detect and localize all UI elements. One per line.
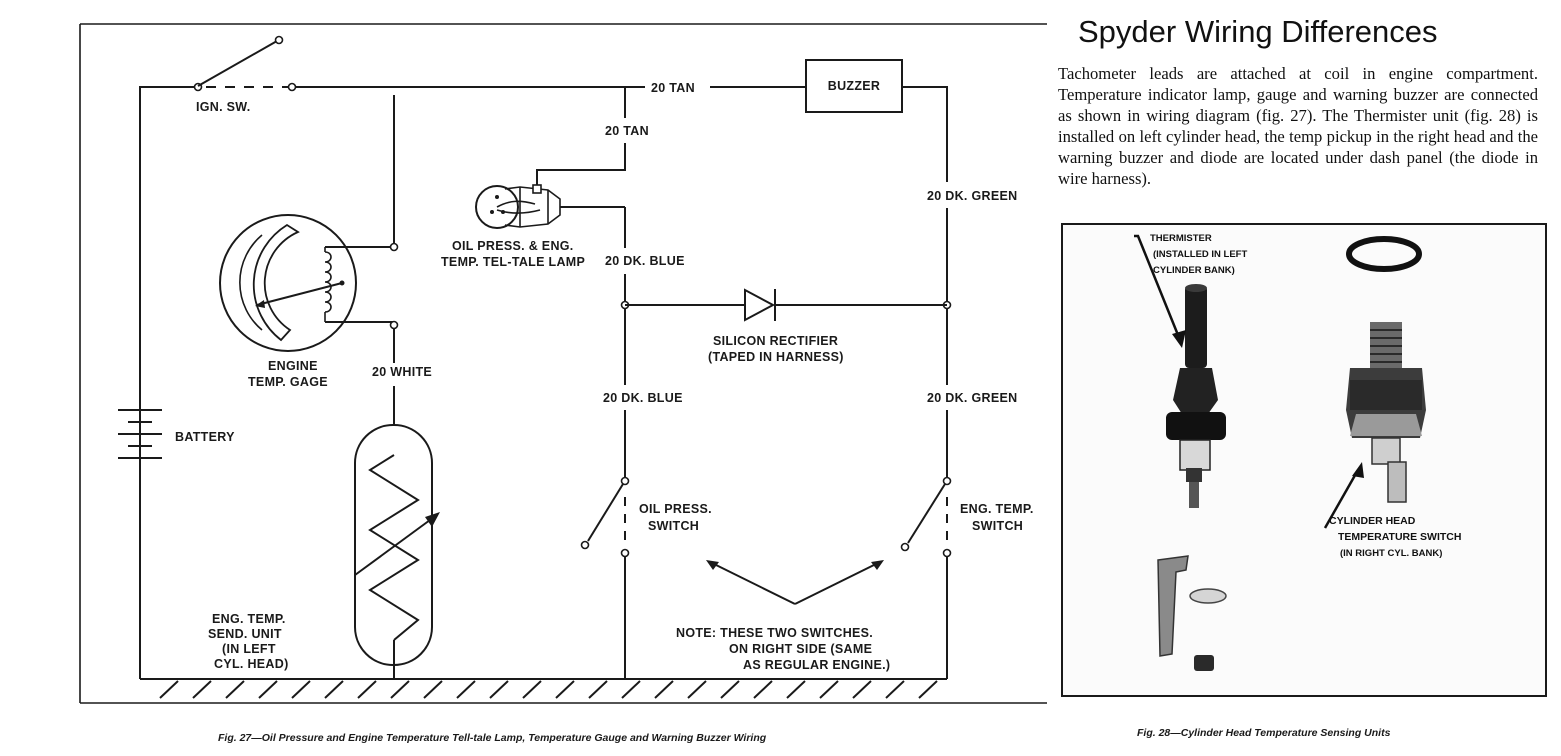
wire-20-white-label: 20 WHITE: [372, 365, 432, 379]
wire-20-tan-label: 20 TAN: [651, 81, 695, 95]
switch-label-2: TEMPERATURE SWITCH: [1338, 531, 1461, 543]
fig28-photo: THERMISTER (INSTALLED IN LEFT CYLINDER B…: [1061, 223, 1547, 697]
ground-hatch-mark: [588, 680, 608, 699]
note-label-3: AS REGULAR ENGINE.): [743, 658, 890, 672]
ground-hatch-mark: [522, 680, 542, 699]
buzzer: BUZZER: [805, 59, 948, 182]
switch-label-1: CYLINDER HEAD: [1329, 515, 1416, 527]
eng-temp-switch: ENG. TEMP. SWITCH: [900, 476, 1034, 679]
wire-dk-green-upper-label: 20 DK. GREEN: [927, 189, 1017, 203]
ign-sw-label: IGN. SW.: [196, 100, 251, 114]
wire-dk-blue-lower-label: 20 DK. BLUE: [603, 391, 683, 405]
wire-20-tan-2-label: 20 TAN: [605, 124, 649, 138]
silicon-rectifier: SILICON RECTIFIER (TAPED IN HARNESS): [625, 288, 947, 364]
ground-hatch-mark: [489, 680, 509, 699]
send-unit-label-4: CYL. HEAD): [214, 657, 289, 671]
ground-hatch-mark: [159, 680, 179, 699]
ground-hatch-mark: [192, 680, 212, 699]
ground-hatch-mark: [555, 680, 575, 699]
ground-hatch-mark: [456, 680, 476, 699]
ground-hatch-mark: [885, 680, 905, 699]
engine-temp-gage: ENGINE TEMP. GAGE: [219, 95, 399, 389]
ground-hatch-mark: [918, 680, 938, 699]
note-annotation: NOTE: THESE TWO SWITCHES. ON RIGHT SIDE …: [676, 560, 890, 672]
oil-switch-label-2: SWITCH: [648, 519, 699, 533]
telltale-lamp: OIL PRESS. & ENG. TEMP. TEL-TALE LAMP: [441, 184, 625, 269]
switch-label-3: (IN RIGHT CYL. BANK): [1340, 548, 1442, 559]
oil-press-switch: OIL PRESS. SWITCH: [580, 476, 712, 679]
ground-hatch-mark: [423, 680, 443, 699]
ground-hatch-mark: [819, 680, 839, 699]
lamp-label-1: OIL PRESS. & ENG.: [452, 239, 574, 253]
description-paragraph: Tachometer leads are attached at coil in…: [1058, 64, 1538, 188]
dk-blue-wire: 20 DK. BLUE 20 DK. BLUE: [603, 207, 685, 478]
tan-wire: 20 TAN 20 TAN: [296, 81, 806, 185]
ground-hatch-mark: [852, 680, 872, 699]
ground-hatch-mark: [720, 680, 740, 699]
thermister-label-2: (INSTALLED IN LEFT: [1153, 249, 1247, 260]
thermister-unit: [1134, 234, 1226, 508]
battery-label: BATTERY: [175, 430, 235, 444]
ground-hatch-mark: [753, 680, 773, 699]
send-unit-label-1: ENG. TEMP.: [212, 612, 286, 626]
ground-hatch-mark: [258, 680, 278, 699]
temp-switch-label-2: SWITCH: [972, 519, 1023, 533]
send-unit-label-3: (IN LEFT: [222, 642, 276, 656]
send-unit: 20 WHITE ENG. TEMP. SEND. UNIT (IN LEFT …: [208, 329, 440, 679]
buzzer-label: BUZZER: [828, 79, 881, 93]
note-label-2: ON RIGHT SIDE (SAME: [729, 642, 872, 656]
wire-dk-blue-upper-label: 20 DK. BLUE: [605, 254, 685, 268]
wire-dk-green-lower-label: 20 DK. GREEN: [927, 391, 1017, 405]
ground-hatch-mark: [324, 680, 344, 699]
battery: BATTERY: [118, 409, 235, 679]
page-heading: Spyder Wiring Differences: [1078, 14, 1438, 49]
fig27-frame: [79, 23, 1047, 704]
lamp-label-2: TEMP. TEL-TALE LAMP: [441, 255, 585, 269]
ground-hatch-mark: [357, 680, 377, 699]
ground-hatch-mark: [654, 680, 674, 699]
fig27-caption: Fig. 27—Oil Pressure and Engine Temperat…: [218, 732, 767, 744]
ground-bus: [140, 678, 947, 699]
ground-hatch-mark: [786, 680, 806, 699]
rectifier-label-2: (TAPED IN HARNESS): [708, 350, 844, 364]
ignition-switch: IGN. SW.: [139, 35, 297, 465]
ground-hatch-mark: [621, 680, 641, 699]
oil-switch-label-1: OIL PRESS.: [639, 502, 712, 516]
ground-hatch-mark: [291, 680, 311, 699]
ground-hatch-mark: [225, 680, 245, 699]
gage-label-1: ENGINE: [268, 359, 318, 373]
temp-switch-label-1: ENG. TEMP.: [960, 502, 1034, 516]
ground-hatch-mark: [687, 680, 707, 699]
fig28-caption: Fig. 28—Cylinder Head Temperature Sensin…: [1137, 727, 1391, 739]
rectifier-label-1: SILICON RECTIFIER: [713, 334, 838, 348]
send-unit-label-2: SEND. UNIT: [208, 627, 282, 641]
temp-switch-unit: [1323, 322, 1426, 529]
note-label-1: NOTE: THESE TWO SWITCHES.: [676, 626, 873, 640]
dk-green-wire: 20 DK. GREEN 20 DK. GREEN: [927, 189, 1017, 478]
mounting-hardware: [1157, 555, 1227, 671]
thermister-label-3: CYLINDER BANK): [1153, 265, 1235, 276]
gage-label-2: TEMP. GAGE: [248, 375, 328, 389]
thermister-label-1: THERMISTER: [1150, 233, 1212, 244]
ground-hatch-mark: [390, 680, 410, 699]
